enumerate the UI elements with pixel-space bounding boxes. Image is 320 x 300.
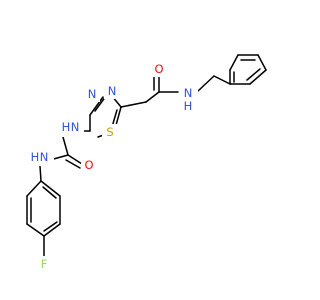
bond <box>42 186 57 199</box>
atom-symbol: N <box>108 84 117 98</box>
bond <box>229 54 239 71</box>
atom-o-urea: O <box>81 157 97 173</box>
bond <box>197 75 215 92</box>
bond <box>43 221 58 232</box>
atom-s-ring: S <box>102 124 118 140</box>
bond <box>257 54 267 71</box>
bond <box>43 223 61 237</box>
atom-fluorine: F <box>36 256 52 272</box>
atom-n-urea-1: H N <box>58 117 84 137</box>
atom-n-ring-2: N <box>104 83 120 99</box>
atom-symbol: N <box>71 120 80 134</box>
bonds <box>26 54 267 257</box>
atom-symbol: N <box>184 86 193 100</box>
atom-symbol: O <box>84 158 93 172</box>
atom-n-ring-1: N <box>84 86 100 102</box>
atom-symbol: N <box>40 150 49 164</box>
bond <box>213 75 231 85</box>
atom-n-urea-2: H N <box>28 148 54 166</box>
bond <box>65 159 81 169</box>
bond <box>120 101 147 108</box>
atom-hydrogen: H <box>31 150 40 164</box>
atom-hydrogen: H <box>62 120 71 134</box>
bond <box>67 154 83 165</box>
bond <box>62 136 69 156</box>
atom-hydrogen: H <box>184 99 193 113</box>
bond <box>246 68 261 81</box>
bond <box>26 223 45 237</box>
atom-symbol: N <box>88 87 97 101</box>
atom-n-amide: N H <box>180 84 198 113</box>
bond <box>40 180 61 197</box>
bond <box>89 96 104 116</box>
atom-labels: O N H N N S H N O H N <box>28 61 198 272</box>
atom-symbol: O <box>154 62 163 76</box>
molecule-structure: O N H N N S H N O H N <box>26 54 267 272</box>
atom-symbol: S <box>106 125 113 139</box>
atom-symbol: F <box>41 257 48 271</box>
bond <box>39 165 42 182</box>
atom-o-amide: O <box>151 61 167 77</box>
bond <box>145 91 160 103</box>
bond <box>249 69 267 85</box>
bond <box>26 180 42 197</box>
